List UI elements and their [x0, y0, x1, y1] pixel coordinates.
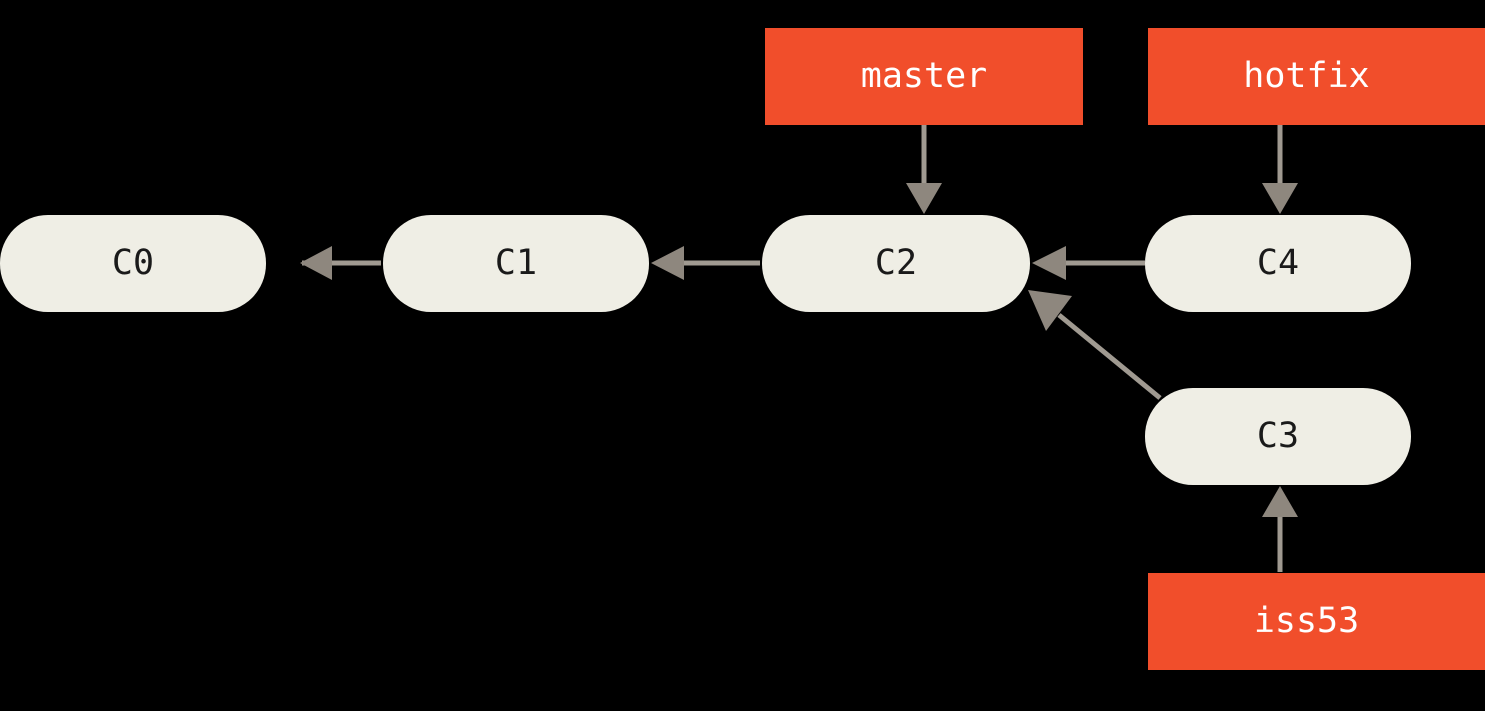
commit-node-c1[interactable]: C1 [383, 215, 649, 312]
commit-node-c3[interactable]: C3 [1145, 388, 1411, 485]
branch-label-hotfix: hotfix [1243, 56, 1370, 96]
commit-label-c4: C4 [1256, 243, 1300, 283]
commit-label-c1: C1 [494, 243, 538, 283]
branch-box-master[interactable]: master [765, 28, 1083, 125]
edge-c3-to-c2 [1028, 290, 1162, 400]
edge-c2-to-c1 [651, 246, 760, 280]
commit-node-c2[interactable]: C2 [762, 215, 1030, 312]
edge-iss53-to-c3 [1262, 486, 1298, 572]
commit-node-c0[interactable]: C0 [0, 215, 266, 312]
branch-label-master: master [860, 56, 988, 96]
commit-node-c4[interactable]: C4 [1145, 215, 1411, 312]
commit-label-c2: C2 [874, 243, 918, 283]
commit-label-c0: C0 [111, 243, 155, 283]
branch-label-iss53: iss53 [1253, 601, 1360, 641]
branch-box-iss53[interactable]: iss53 [1148, 573, 1485, 670]
edge-hotfix-to-c4 [1262, 125, 1298, 214]
edge-c4-to-c2 [1032, 246, 1145, 280]
branch-box-hotfix[interactable]: hotfix [1148, 28, 1485, 125]
edge-c1-to-c0 [300, 246, 381, 280]
edge-master-to-c2 [906, 125, 942, 214]
commit-label-c3: C3 [1256, 416, 1300, 456]
